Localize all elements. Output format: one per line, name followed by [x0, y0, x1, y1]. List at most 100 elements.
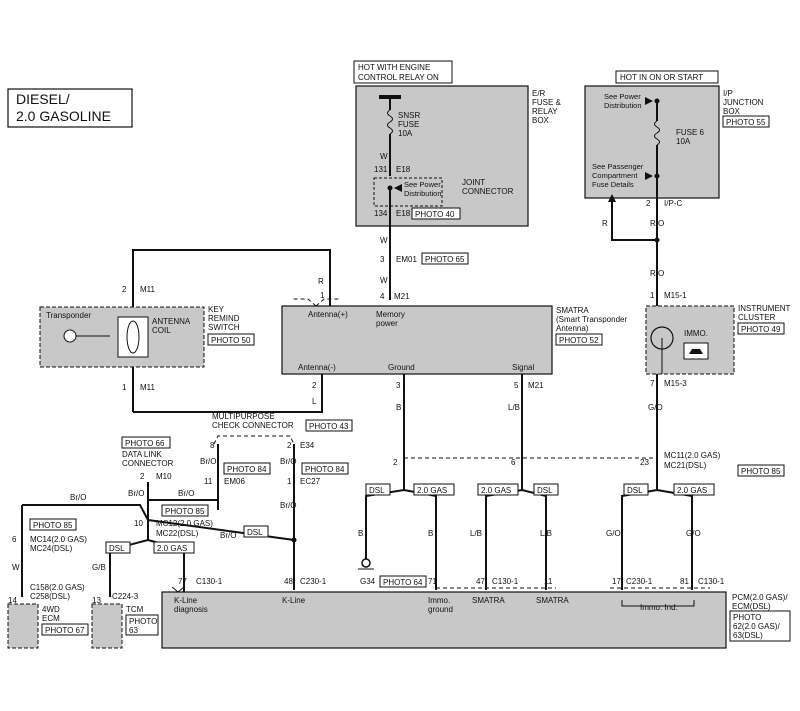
splice-pin-6: 6 [511, 458, 516, 467]
mc12-pin: 10 [134, 519, 143, 528]
photo-85-dlc: PHOTO 85 [165, 507, 205, 516]
er-label-4: BOX [532, 116, 550, 125]
cluster-label-1: INSTRUMENT [738, 304, 791, 313]
multipurpose-check-connector: MULTIPURPOSE CHECK CONNECTOR PHOTO 43 8 … [210, 412, 353, 450]
multi-wire-bro-1: Br/O [200, 457, 216, 466]
ip-wire-ro-1: R/O [650, 219, 664, 228]
wire-r-antenna [132, 249, 331, 306]
photo-64: PHOTO 64 [383, 578, 423, 587]
dlc-pin-2: 2 [140, 472, 145, 481]
er-wire-w-3: W [380, 276, 388, 285]
key-remind-switch: KEY REMIND SWITCH PHOTO 50 Transponder A… [39, 305, 255, 368]
photo-40: PHOTO 40 [415, 210, 455, 219]
ip-junction-box: I/P JUNCTION BOX PHOTO 55 See Power Dist… [584, 85, 770, 240]
photo-55: PHOTO 55 [726, 118, 766, 127]
dlc-wire-bro-2: Br/O [178, 489, 194, 498]
m11-top-pin: 2 [122, 285, 127, 294]
multi-pin-8: 8 [210, 441, 215, 450]
smatra-memory-1: Memory [376, 310, 405, 319]
dsl-tag-2: DSL [537, 486, 553, 495]
pcm-c230b: C230-1 [626, 577, 653, 586]
splice-pin-2: 2 [393, 458, 398, 467]
wire-lb-dsl: L/B [540, 529, 552, 538]
cluster-wire-go: G/O [648, 403, 663, 412]
ip-label-2: JUNCTION [723, 98, 764, 107]
em06-name: EM06 [224, 477, 245, 486]
multi-wire-bro-3: Br/O [280, 501, 296, 510]
ip-fuse-2: 10A [676, 137, 691, 146]
instrument-cluster: INSTRUMENT CLUSTER PHOTO 49 IMMO. [645, 304, 791, 375]
photo-43: PHOTO 43 [309, 422, 349, 431]
ip-see-pass-1: See Passenger [592, 162, 644, 171]
tcm: 13 TCM PHOTO 63 [91, 596, 159, 649]
mc11-name-2: MC21(DSL) [664, 461, 707, 470]
m11-bot-name: M11 [140, 383, 156, 392]
m21-top-name: M21 [394, 292, 410, 301]
key-label-2: REMIND [208, 314, 240, 323]
pcm-pin-11: 11 [544, 577, 553, 586]
er-see-power-2: Distribution [404, 189, 442, 198]
hot-engine-line-2: CONTROL RELAY ON [358, 73, 439, 82]
gas-tag-4: 2.0 GAS [157, 544, 187, 553]
ip-see-power-1: See Power [604, 92, 641, 101]
ip-fuse-1: FUSE 6 [676, 128, 705, 137]
photo-50: PHOTO 50 [211, 336, 251, 345]
key-label-1: KEY [208, 305, 225, 314]
ecm4wd-label-2: ECM [42, 614, 60, 623]
gas-tag-2: 2.0 GAS [481, 486, 511, 495]
er-fuse-relay-box: E/R FUSE & RELAY BOX SNSR FUSE 10A W 131… [355, 85, 562, 227]
mc14-name-1: MC14(2.0 GAS) [30, 535, 87, 544]
pcm-kline-diag-1: K-Line [174, 596, 198, 605]
photo-84-em06: PHOTO 84 [227, 465, 267, 474]
ip-wire-ro-2: R/O [650, 269, 664, 278]
snsr-fuse-label-1: SNSR [398, 111, 420, 120]
antenna-coil-icon [117, 316, 149, 358]
ip-see-pass-3: Fuse Details [592, 180, 634, 189]
ecm-4wd: 14 4WD ECM PHOTO 67 [7, 596, 89, 649]
coil-label-2: COIL [152, 326, 171, 335]
smatra-m21: M21 [528, 381, 544, 390]
pcm-smatra-1: SMATRA [472, 596, 505, 605]
mc11-name-1: MC11(2.0 GAS) [664, 451, 721, 460]
tcm-label: TCM [126, 605, 144, 614]
wire-lb-gas: L/B [470, 529, 482, 538]
data-link-connector: PHOTO 66 DATA LINK CONNECTOR 2 M10 PHOTO… [121, 436, 209, 517]
photo-85-mc11: PHOTO 85 [741, 467, 781, 476]
pcm-c130c: C130-1 [698, 577, 725, 586]
transponder-label: Transponder [46, 311, 91, 320]
er-wire-w-1: W [380, 152, 388, 161]
c230a-name: C230-1 [300, 577, 327, 586]
smatra-pin-2: 2 [312, 381, 317, 390]
multi-label-2: CHECK CONNECTOR [212, 421, 294, 430]
smatra-wire-lb: L/B [508, 403, 520, 412]
e18-bottom: E18 [396, 209, 411, 218]
ip-label-3: BOX [723, 107, 741, 116]
smatra-label-1: SMATRA [556, 306, 589, 315]
m21-top-pin: 4 [380, 292, 385, 301]
multi-pin-2: 2 [287, 441, 292, 450]
joint-label-1: JOINT [462, 178, 485, 187]
smatra-label-2: (Smart Transponder [556, 315, 627, 324]
em06-pin: 11 [204, 477, 213, 486]
dsl-tag-1: DSL [369, 486, 385, 495]
mc11-pin: 23 [640, 458, 649, 467]
wire-go-gas: G/O [686, 529, 701, 538]
m11-bot-pin: 1 [122, 383, 127, 392]
pcm-photo-3: 63(DSL) [733, 631, 763, 640]
multi-wire-bro-2: Br/O [280, 457, 296, 466]
ecm4wd-label-1: 4WD [42, 605, 60, 614]
snsr-fuse-icon [387, 109, 393, 135]
m15-1-name: M15-1 [664, 291, 687, 300]
arrow-icon [645, 97, 653, 105]
coil-label-1: ANTENNA [152, 317, 191, 326]
m11-top-name: M11 [140, 285, 156, 294]
wire-b-gas: B [428, 529, 433, 538]
snsr-fuse-label-2: FUSE [398, 120, 419, 129]
c224-name: C224-3 [112, 592, 139, 601]
wire-immo-branches [621, 460, 693, 590]
pcm-pin-81: 81 [680, 577, 689, 586]
joint-connector-box [373, 177, 443, 207]
smatra-pin-1: 1 [320, 291, 325, 300]
g34-name: G34 [360, 577, 376, 586]
smatra-pin-3: 3 [396, 381, 401, 390]
